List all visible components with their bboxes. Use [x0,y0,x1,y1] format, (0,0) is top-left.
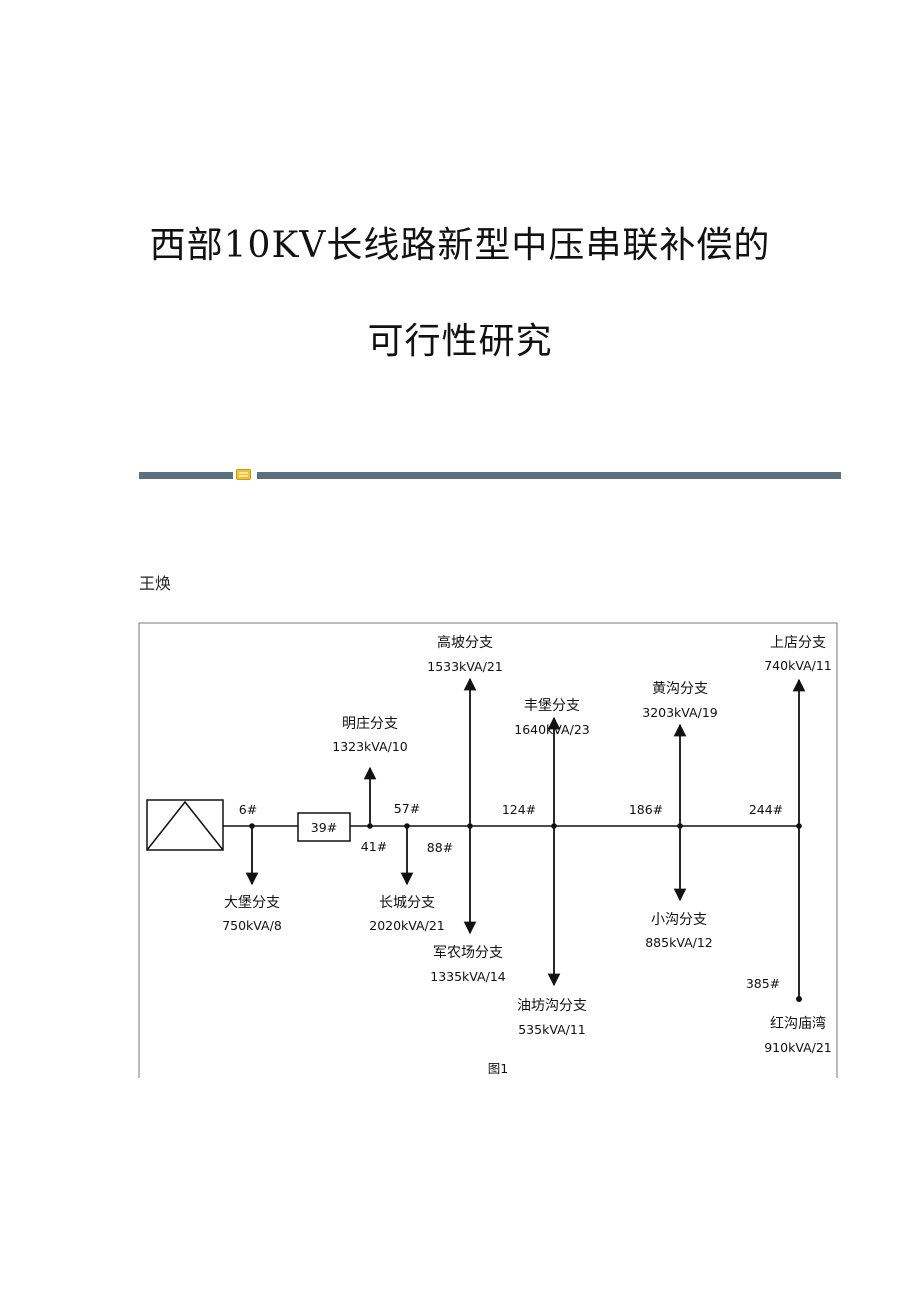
line-end-dot [796,996,802,1002]
branch-rating: 2020kVA/21 [369,918,444,933]
pole-label: 385# [746,976,780,991]
branch-name: 小沟分支 [651,912,707,928]
branch-name: 军农场分支 [433,945,503,961]
branch-label-honggou: 红沟庙湾 910kVA/21 [764,1015,832,1055]
pole-label: 244# [749,802,783,817]
branch-name: 红沟庙湾 [770,1015,826,1032]
title-divider-right [257,472,841,479]
branch-name: 明庄分支 [342,715,398,732]
branch-label-xiaogou: 小沟分支 885kVA/12 [645,912,713,950]
branch-rating: 1323kVA/10 [332,739,408,754]
document-title-line1: 西部10KV长线路新型中压串联补偿的 [149,225,771,266]
branch-name: 上店分支 [770,635,826,651]
branch-rating: 1533kVA/21 [427,659,502,674]
branch-name: 长城分支 [379,895,435,911]
branch-label-fengbao: 丰堡分支 1640kVA/23 [514,698,589,737]
figure-caption: 图1 [488,1061,508,1076]
branch-rating: 1640kVA/23 [514,722,589,737]
pole-label: 6# [239,802,257,817]
branch-rating: 750kVA/8 [222,918,282,933]
branch-rating: 885kVA/12 [645,935,713,950]
branch-label-youfanggou: 油坊沟分支 535kVA/11 [517,998,587,1037]
branch-rating: 535kVA/11 [518,1022,586,1037]
pole-label: 124# [502,802,536,817]
pole-label: 186# [629,802,663,817]
branch-rating: 910kVA/21 [764,1040,832,1055]
branch-name: 高坡分支 [437,634,493,651]
branch-rating: 740kVA/11 [764,658,832,673]
branch-label-mingzhuang: 明庄分支 1323kVA/10 [332,715,408,754]
branch-label-junnongchang: 军农场分支 1335kVA/14 [430,945,506,984]
document-icon [236,469,251,480]
pole-label: 57# [394,801,420,816]
compensator-label: 39# [311,820,337,835]
document-title-line2: 可行性研究 [367,321,553,362]
branch-label-gaopo: 高坡分支 1533kVA/21 [427,634,502,674]
series-compensator: 39# [297,812,351,842]
branch-label-dabao: 大堡分支 750kVA/8 [222,895,282,933]
pole-label: 88# [427,840,453,855]
author-name: 王焕 [139,574,172,593]
branch-name: 大堡分支 [224,895,280,911]
branch-name: 油坊沟分支 [517,998,587,1014]
branch-rating: 1335kVA/14 [430,969,506,984]
branch-label-huanggou: 黄沟分支 3203kVA/19 [642,680,718,720]
branch-rating: 3203kVA/19 [642,705,718,720]
pole-label: 41# [361,839,387,854]
substation-symbol [146,799,224,851]
branch-label-changcheng: 长城分支 2020kVA/21 [369,895,444,933]
title-divider-left [139,472,233,479]
branch-name: 黄沟分支 [652,680,708,697]
branch-label-shangdian: 上店分支 740kVA/11 [764,635,832,673]
branch-name: 丰堡分支 [524,698,580,714]
feeder-line-diagram: 39# 6# 41# 57# 88# 124# 186# 244# 385# 大… [138,622,838,1078]
